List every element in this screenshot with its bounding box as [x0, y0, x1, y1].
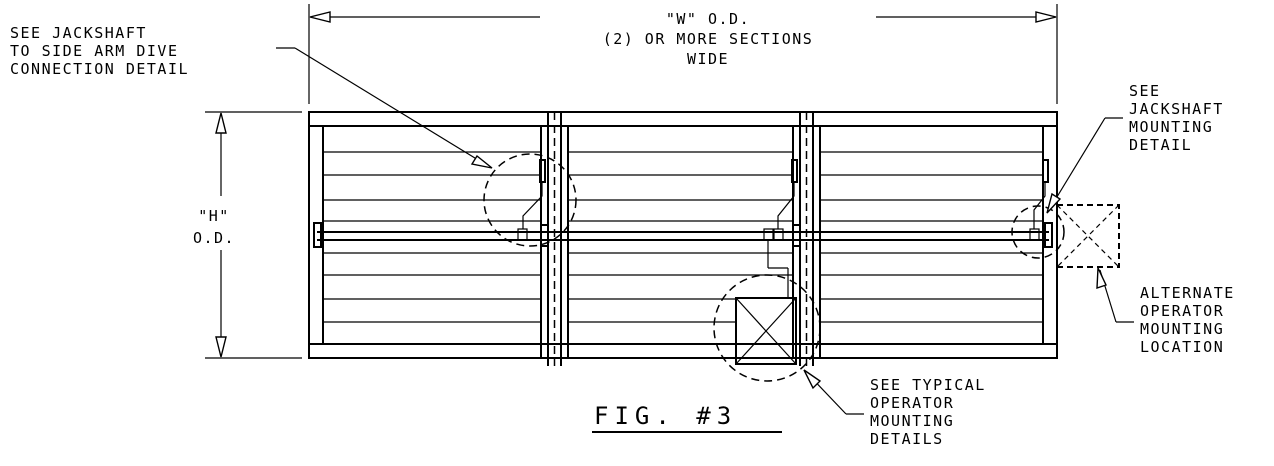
damper-blades [323, 151, 1043, 323]
side-arm-linkages [517, 159, 1049, 241]
callout-typical-operator-arrow [803, 369, 822, 390]
detail-circle-operator-mounting [713, 274, 821, 382]
callout-alternate-operator: ALTERNATE OPERATOR MOUNTING LOCATION [1096, 267, 1235, 356]
callout-alternate-operator-line2: OPERATOR [1140, 302, 1224, 320]
height-dimension: "H" O.D. [193, 111, 302, 359]
width-label-line1: "W" O.D. [666, 10, 750, 28]
jackshaft [313, 222, 1053, 248]
callout-typical-operator-line2: OPERATOR [870, 394, 954, 412]
width-label-line3: WIDE [687, 50, 729, 68]
callout-jackshaft-mounting-arrow [1046, 192, 1062, 214]
callout-typical-operator-line3: MOUNTING [870, 412, 954, 430]
callout-alternate-operator-arrow [1096, 267, 1107, 289]
detail-circle-side-arm [483, 153, 577, 247]
operator-box [735, 240, 797, 365]
callout-typical-operator-line4: DETAILS [870, 430, 944, 448]
callout-alternate-operator-line3: MOUNTING [1140, 320, 1224, 338]
callout-typical-operator: SEE TYPICAL OPERATOR MOUNTING DETAILS [803, 369, 986, 448]
callout-jackshaft-mounting-line1: SEE [1129, 82, 1161, 100]
width-arrow-left [309, 11, 331, 23]
alternate-operator-box [1056, 204, 1120, 268]
figure-label: FIG. #3 [592, 402, 782, 433]
callout-side-arm-line3: CONNECTION DETAIL [10, 60, 189, 78]
callout-jackshaft-mounting-line4: DETAIL [1129, 136, 1192, 154]
height-label-line1: "H" [198, 207, 230, 225]
height-arrow-top [215, 112, 227, 134]
figure-label-text: FIG. #3 [594, 402, 737, 430]
width-dimension: "W" O.D. (2) OR MORE SECTIONS WIDE [308, 4, 1058, 104]
callout-side-arm-line2: TO SIDE ARM DIVE [10, 42, 179, 60]
callout-jackshaft-mounting-line2: JACKSHAFT [1129, 100, 1224, 118]
callout-jackshaft-mounting: SEE JACKSHAFT MOUNTING DETAIL [1046, 82, 1224, 214]
height-label-line2: O.D. [193, 229, 235, 247]
detail-circle-jackshaft-mounting [1011, 205, 1065, 259]
callout-side-arm-arrow [470, 154, 493, 169]
callout-typical-operator-line1: SEE TYPICAL [870, 376, 986, 394]
callout-side-arm: SEE JACKSHAFT TO SIDE ARM DIVE CONNECTIO… [10, 24, 493, 169]
width-arrow-right [1035, 11, 1057, 23]
height-arrow-bottom [215, 336, 227, 358]
callout-side-arm-line1: SEE JACKSHAFT [10, 24, 147, 42]
callout-alternate-operator-line1: ALTERNATE [1140, 284, 1235, 302]
damper-frame [308, 111, 1058, 359]
width-label-line2: (2) OR MORE SECTIONS [603, 30, 814, 48]
callout-jackshaft-mounting-line3: MOUNTING [1129, 118, 1213, 136]
callout-alternate-operator-line4: LOCATION [1140, 338, 1224, 356]
